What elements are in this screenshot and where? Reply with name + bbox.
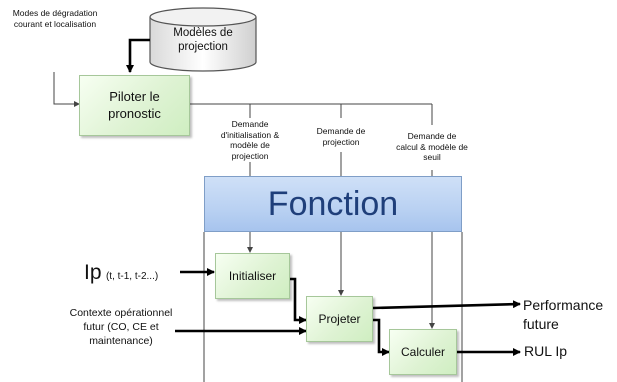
projeter-label: Projeter [318,312,361,326]
fonction-header: Fonction [204,176,462,232]
modes-input-label: Modes de dégradation courant et localisa… [12,8,98,29]
calculer-label: Calculer [400,345,445,359]
calculer-box: Calculer [389,329,457,375]
ip-input-label: Ip (t, t-1, t-2...) [84,260,214,286]
projeter-to-performance-arrow [372,300,521,310]
ip-main: Ip [84,261,102,284]
projeter-box: Projeter [306,296,373,342]
initialiser-label: Initialiser [228,269,277,283]
ip-sub: (t, t-1, t-2...) [105,271,159,282]
contexte-input-label: Contexte opérationnel futur (CO, CE et m… [69,307,173,348]
demand-projection-label: Demande de projection [316,126,366,147]
cylinder-to-piloter-arrow [126,38,150,73]
modes-to-piloter-arrow [53,72,80,107]
performance-output-label: Performance future [523,297,604,332]
initialiser-to-projeter-arrow [290,277,307,324]
initialiser-box: Initialiser [215,253,290,299]
projection-models-label: Modèles de projection [173,27,233,54]
projeter-to-calculer-arrow [373,318,390,356]
rul-output-label: RUL Ip [524,343,568,359]
piloter-pronostic-label: Piloter le pronostic [108,88,161,121]
demand-calcul-label: Demande de calcul & modèle de seuil [396,131,468,163]
database-cylinder-icon [149,7,257,72]
piloter-pronostic-box: Piloter le pronostic [79,75,190,136]
demand-initialisation-label: Demande d'initialisation & modèle de pro… [220,119,280,161]
fonction-title: Fonction [267,184,399,223]
